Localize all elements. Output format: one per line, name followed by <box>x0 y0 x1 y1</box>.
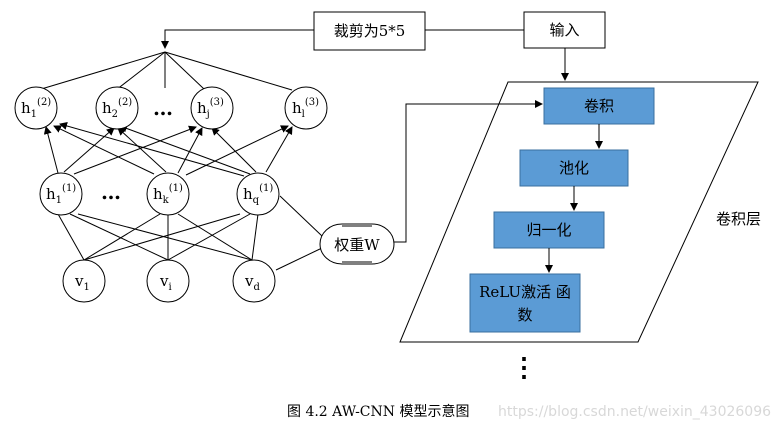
node-label: hl(3) <box>292 97 319 120</box>
pipeline: 卷积 池化 归一化 ReLU激活 函 数 <box>469 87 655 333</box>
norm-block <box>493 211 605 249</box>
norm-label: 归一化 <box>526 221 571 239</box>
ellipsis-middle: … <box>101 180 121 204</box>
conv-layer-label: 卷积层 <box>716 210 761 228</box>
node-h1-2 <box>14 86 58 130</box>
weight-box: 权重W <box>319 223 395 265</box>
conv-label: 卷积 <box>584 97 614 115</box>
node-vd <box>232 259 276 303</box>
node-vi <box>146 259 190 303</box>
weight-to-conv-arrow <box>394 100 543 243</box>
pool-label: 池化 <box>559 159 589 177</box>
conv-block <box>543 87 655 125</box>
node-label: h1(1) <box>46 183 76 206</box>
node-hk-1 <box>146 172 190 216</box>
node-label: hj(3) <box>197 97 224 120</box>
input-box <box>523 11 606 49</box>
node-labels: h1(2) h2(2) hj(3) hl(3) h1(1) hk(1) hq(1… <box>21 97 319 293</box>
conv-layer-frame <box>399 81 759 343</box>
node-v1 <box>62 259 106 303</box>
node-hj-3 <box>190 86 234 130</box>
ellipsis-top: … <box>153 96 173 120</box>
node-label: v1 <box>74 272 90 293</box>
node-label: hk(1) <box>153 183 183 206</box>
figure-caption: 图 4.2 AW-CNN 模型示意图 <box>287 403 469 420</box>
top-flow <box>161 29 569 81</box>
pool-block <box>519 149 629 187</box>
node-label: hq(1) <box>243 183 273 206</box>
more-ellipsis: ⋮ <box>511 353 537 383</box>
node-label: vi <box>159 272 172 293</box>
node-label: h2(2) <box>102 97 132 120</box>
node-label: vd <box>244 272 260 293</box>
network-connections <box>37 51 323 271</box>
node-label: h1(2) <box>21 97 51 120</box>
node-hl-3 <box>284 86 328 130</box>
relu-label-line1: ReLU激活 函 <box>479 283 571 301</box>
input-label: 输入 <box>549 21 579 39</box>
node-h2-2 <box>95 86 139 130</box>
node-hq-1 <box>236 172 280 216</box>
weight-label: 权重W <box>334 236 380 254</box>
crop-box <box>313 11 426 51</box>
crop-label: 裁剪为5*5 <box>334 22 406 40</box>
node-h1-1 <box>39 172 83 216</box>
network-nodes <box>14 86 328 303</box>
watermark: https://blog.csdn.net/weixin_43026096 <box>498 404 771 420</box>
relu-label-line2: 数 <box>517 306 532 324</box>
relu-block <box>469 273 581 333</box>
hidden-arrows <box>43 122 293 177</box>
